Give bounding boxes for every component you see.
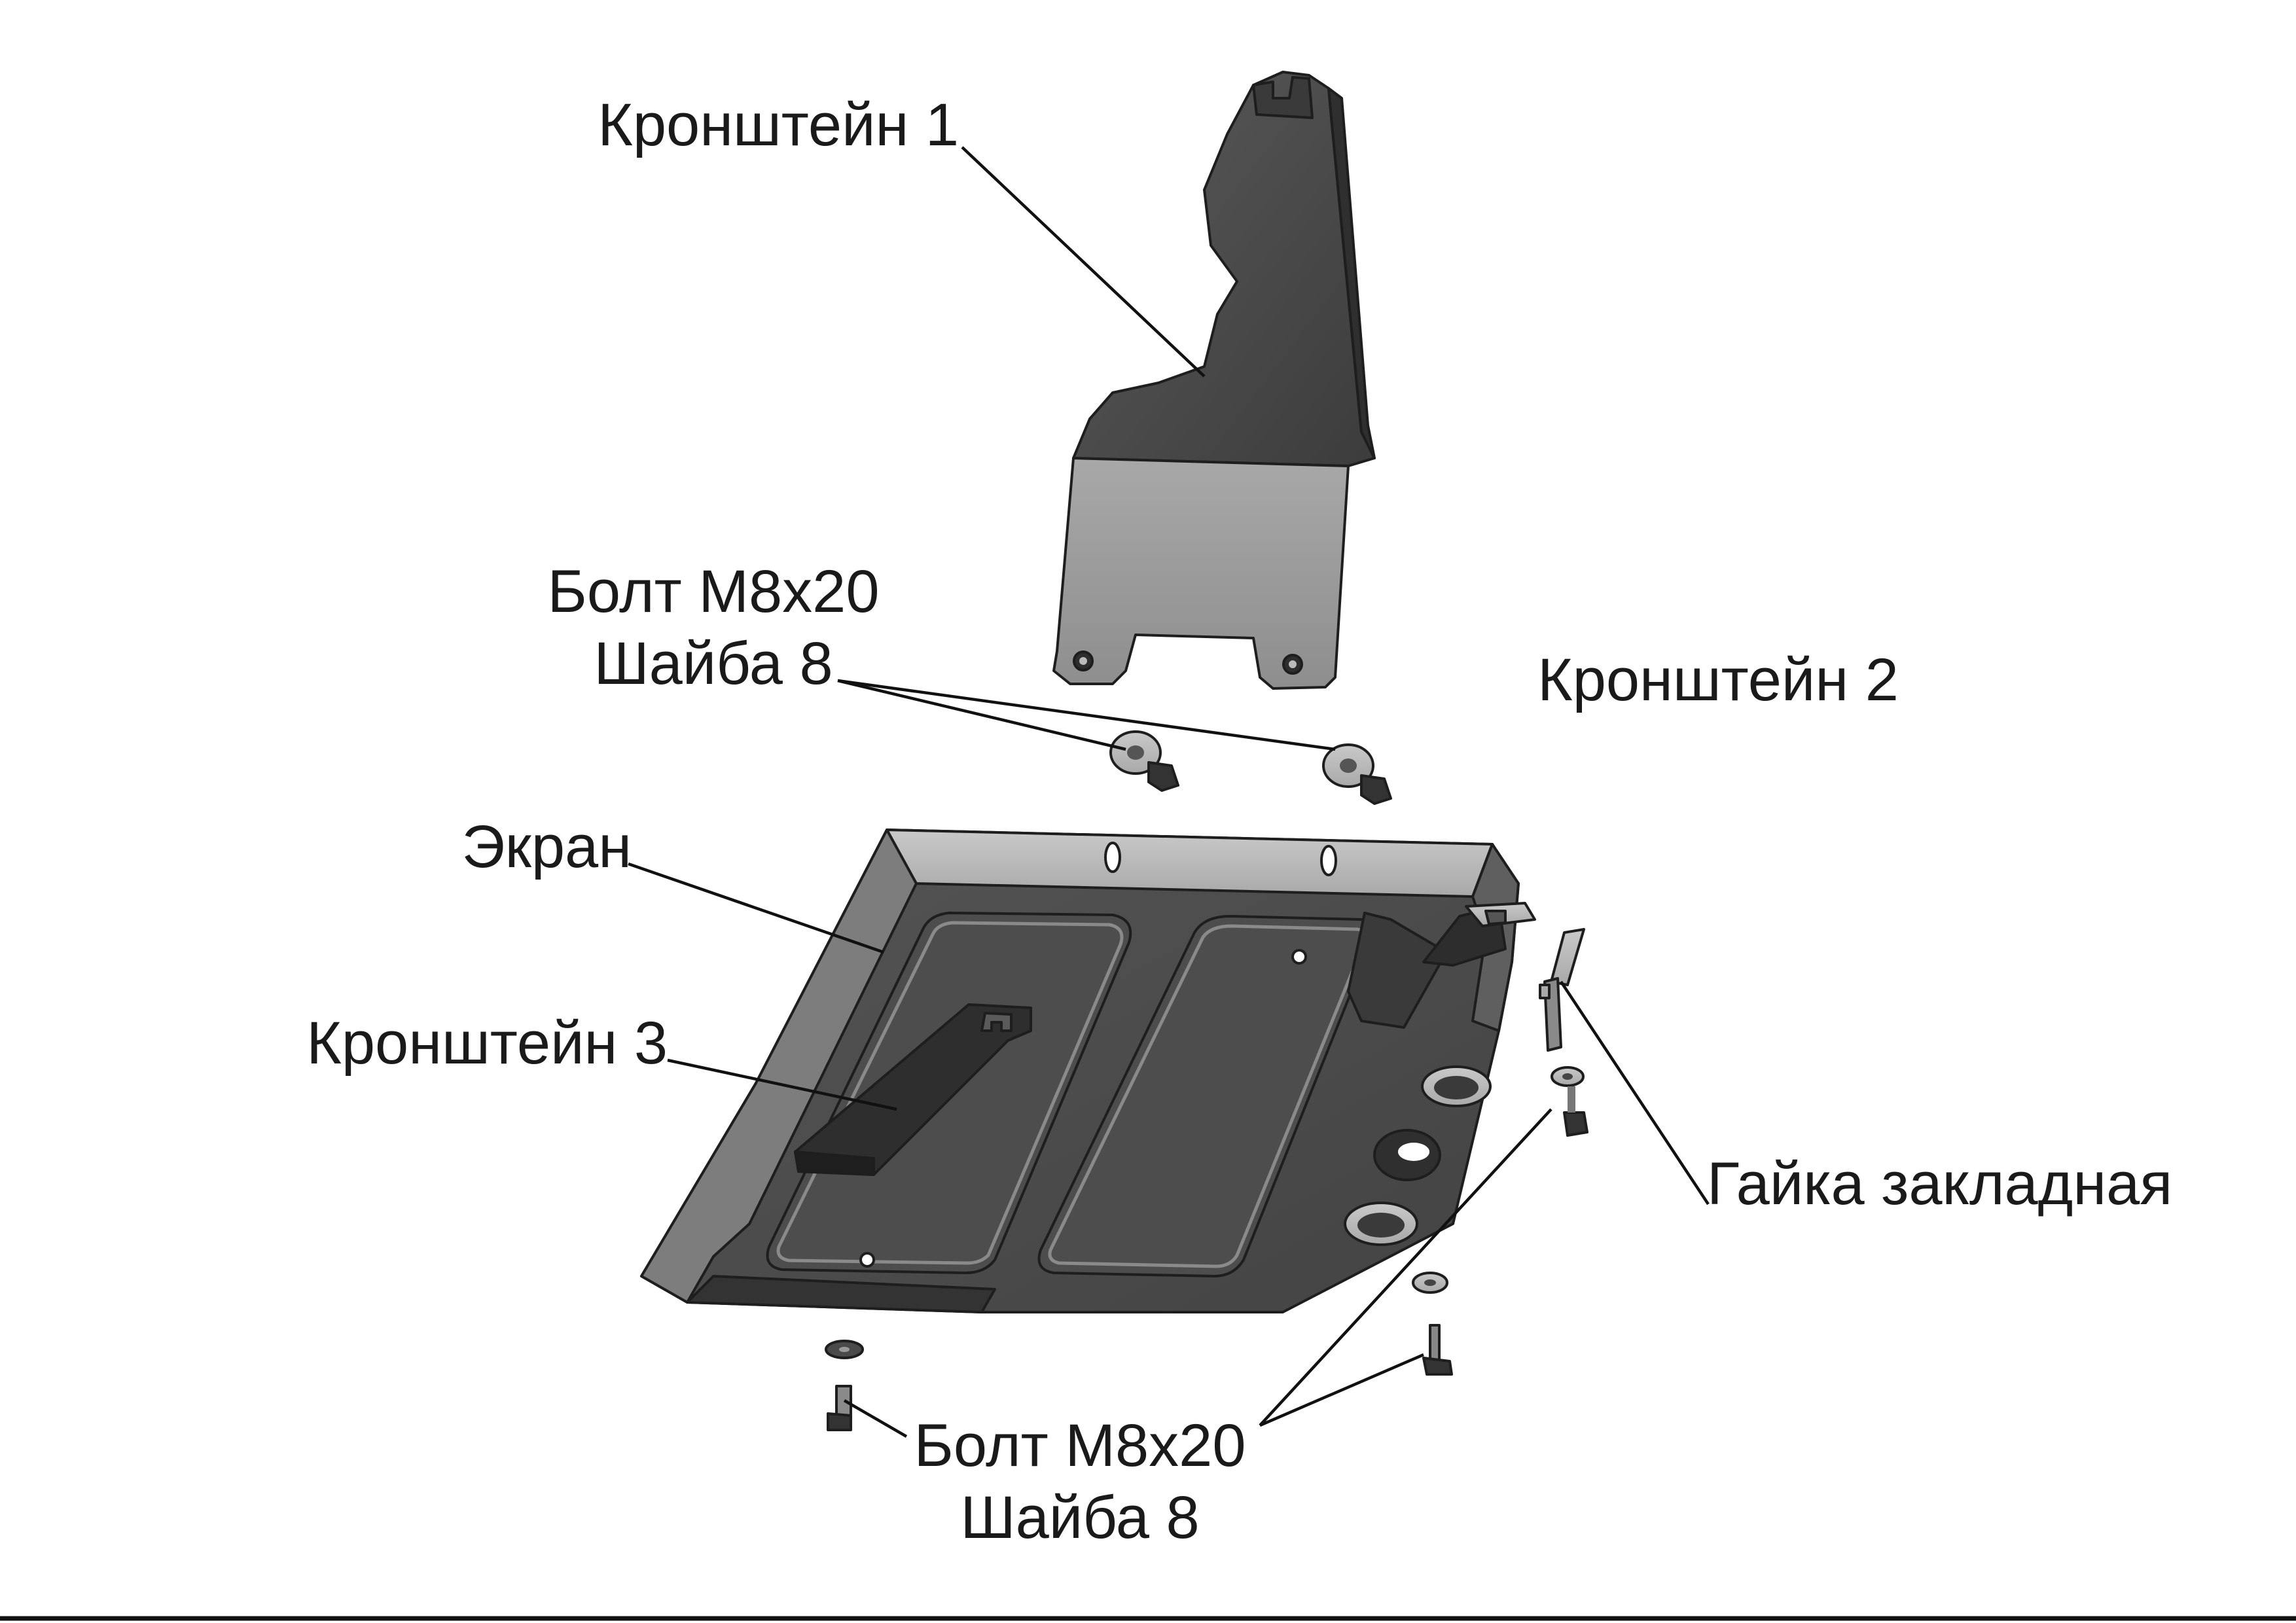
leader-upper-washer-right bbox=[837, 679, 1336, 751]
bracket-1-part bbox=[1052, 71, 1376, 690]
label-lower-bolt: Болт М8х20 bbox=[914, 1412, 1246, 1479]
bracket-2-part bbox=[1347, 902, 1536, 1029]
drain-hole-3 bbox=[1344, 1202, 1418, 1246]
leader-lower-left-bolt bbox=[843, 1399, 908, 1438]
leader-screen bbox=[628, 862, 884, 954]
leader-lower-bolt-right-2 bbox=[1259, 1353, 1424, 1427]
upper-washer-bolt-left bbox=[1109, 730, 1179, 792]
leader-captive-nut bbox=[1560, 980, 1710, 1205]
drain-hole-1 bbox=[1421, 1065, 1492, 1107]
leader-bracket-1 bbox=[961, 146, 1206, 378]
label-upper-washer: Шайба 8 bbox=[594, 630, 833, 697]
lower-right-washer-bolt bbox=[1412, 1272, 1453, 1376]
label-bracket-3: Кронштейн 3 bbox=[306, 1010, 668, 1077]
label-captive-nut: Гайка закладная bbox=[1707, 1150, 2172, 1217]
right-washer-bolt bbox=[1551, 1066, 1588, 1137]
upper-washer-bolt-right bbox=[1322, 743, 1392, 805]
leader-upper-washer-left bbox=[837, 679, 1126, 751]
leader-lower-bolt-right-1 bbox=[1259, 1108, 1552, 1427]
captive-nut-part bbox=[1539, 928, 1585, 1052]
screen-plate bbox=[640, 829, 1520, 1313]
drain-hole-2 bbox=[1373, 1129, 1441, 1181]
lower-left-washer-bolt bbox=[825, 1340, 864, 1431]
label-lower-washer: Шайба 8 bbox=[960, 1484, 1199, 1551]
label-screen: Экран bbox=[461, 813, 632, 880]
label-upper-bolt: Болт М8х20 bbox=[547, 558, 879, 625]
label-bracket-2: Кронштейн 2 bbox=[1537, 647, 1899, 713]
bracket-3-part bbox=[794, 1003, 1032, 1176]
label-bracket-1: Кронштейн 1 bbox=[598, 92, 959, 158]
leader-bracket-3 bbox=[667, 1058, 897, 1111]
